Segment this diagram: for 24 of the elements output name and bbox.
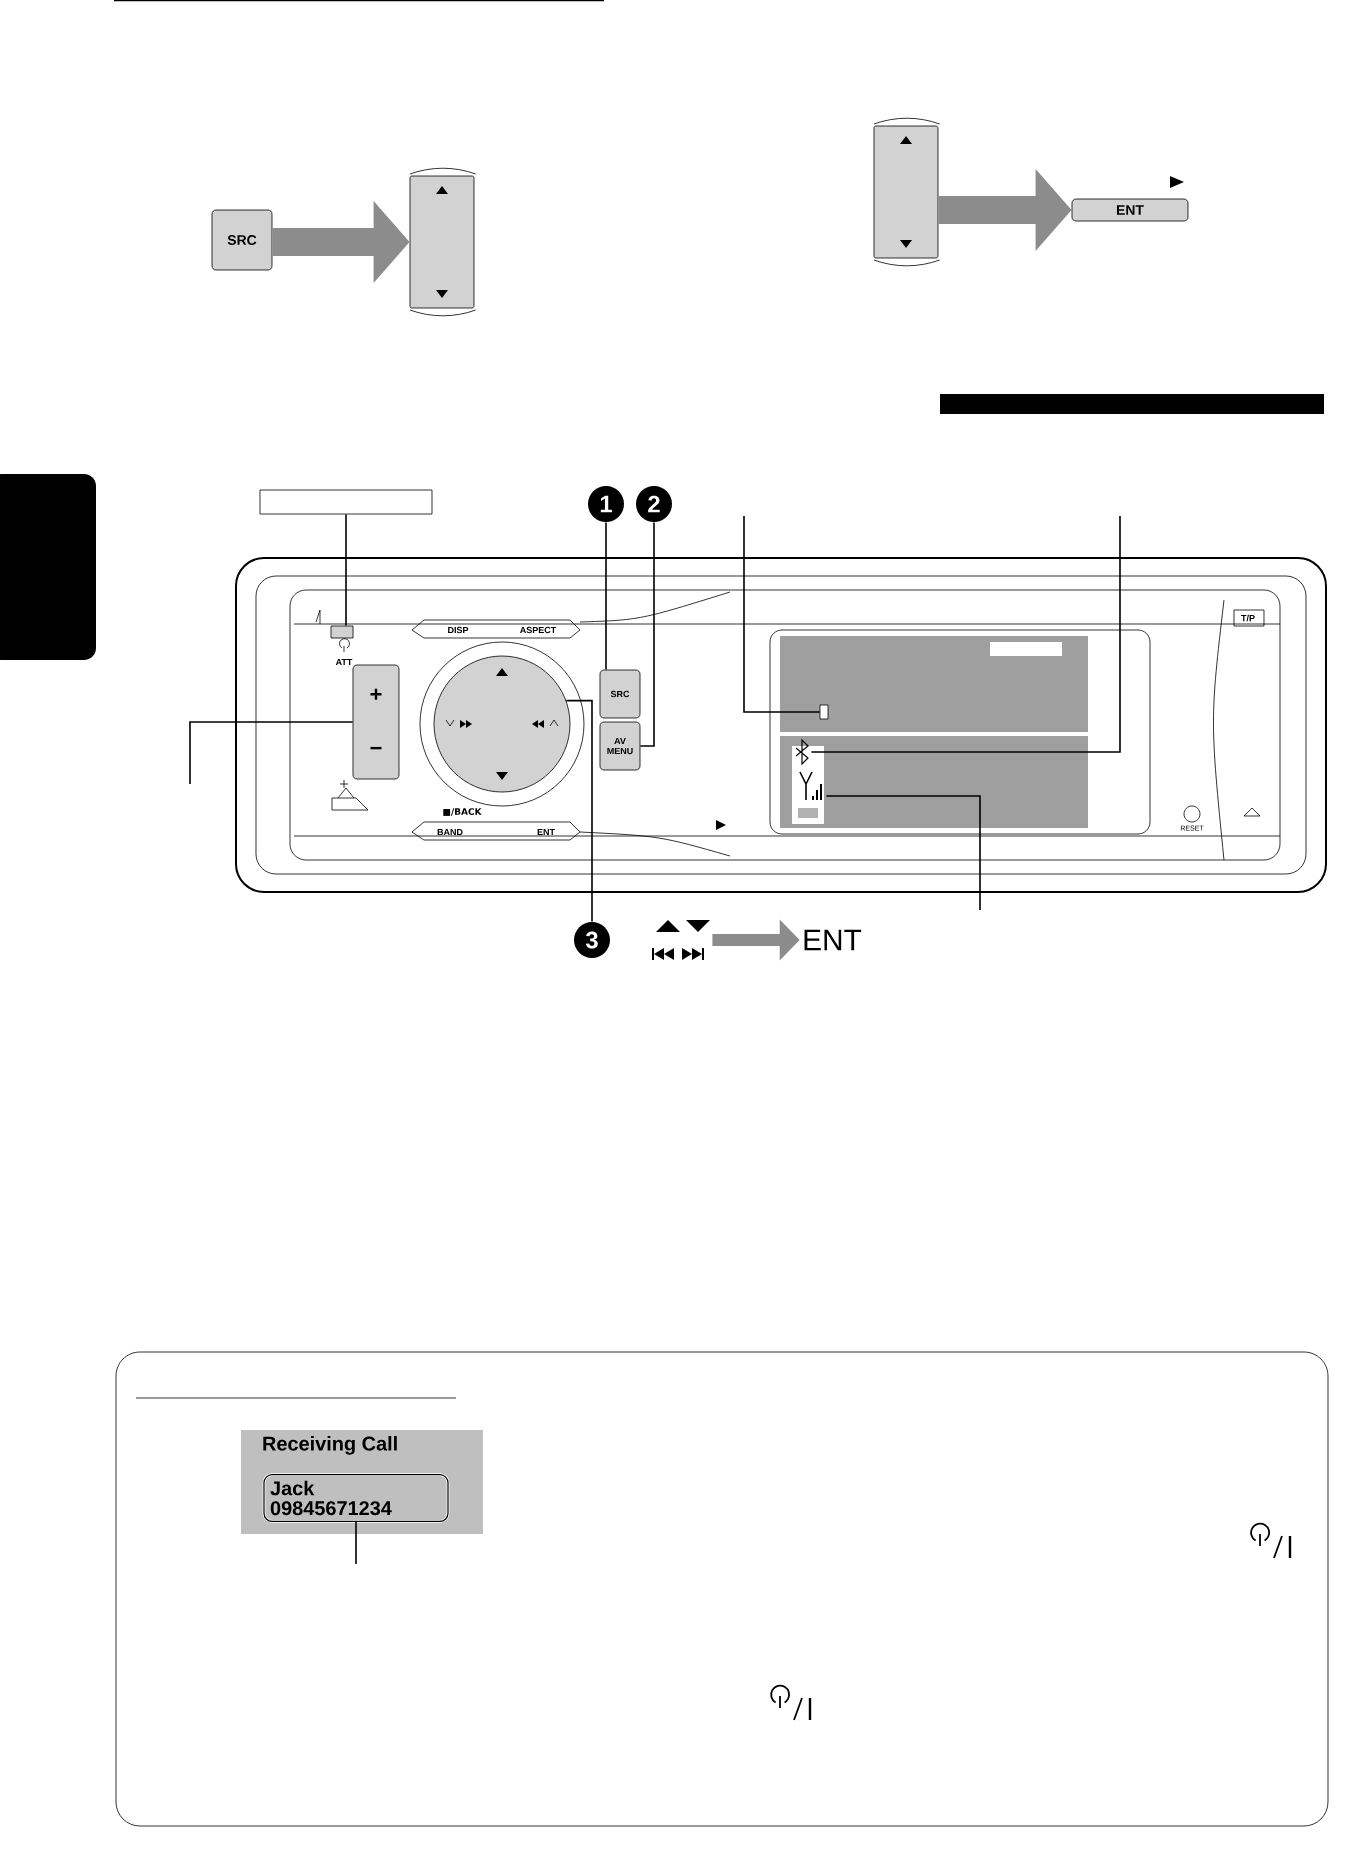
small-button [330,625,354,639]
arrow-keys-icon [652,920,710,960]
enter-text: ENT [804,929,862,951]
label-box [259,489,433,515]
leader-line [825,795,981,911]
leader-line [743,515,821,713]
leader-line [355,1520,357,1565]
control-dial [409,167,477,317]
callout-number: 3 [574,922,610,958]
leader-line [639,521,655,747]
phone-icon [819,704,829,720]
leader-line [605,521,607,671]
bluetooth-icon [795,738,809,766]
callout-number: 2 [636,486,672,522]
caller-info-box: Jack 09845671234 [262,1473,450,1523]
volume-buttons: + − [352,664,400,780]
leader-line [189,721,354,785]
leader-line [810,515,1121,753]
leader-line [345,513,347,627]
control-dial [873,117,941,267]
leader-line [565,699,593,923]
control-dial [433,655,571,793]
signal-battery-icons [798,771,822,818]
callout-number: 1 [588,486,624,522]
